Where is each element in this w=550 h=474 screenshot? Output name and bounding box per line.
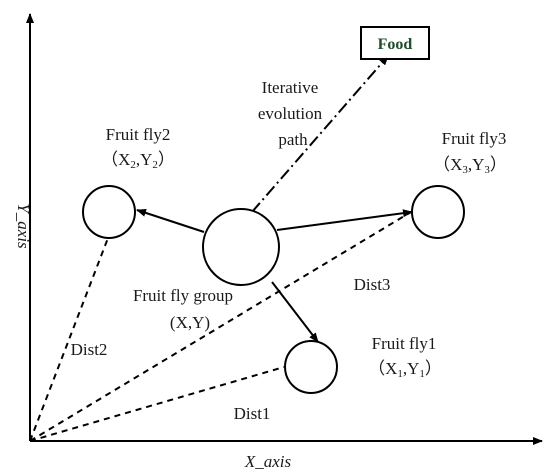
- fruit-fly1-circle: [284, 340, 338, 394]
- dist1-line: [29, 366, 285, 442]
- food-box: [360, 26, 430, 60]
- dist1-label: Dist1: [234, 404, 271, 423]
- fruit-fly-group-circle: [202, 208, 280, 286]
- y-axis-label: Y_axis: [14, 203, 33, 249]
- dist3-line: [29, 211, 412, 442]
- arrow-to-fly1: [271, 281, 319, 343]
- fruit-fly3-name: Fruit fly3: [442, 129, 507, 148]
- arrow-to-fly3: [276, 209, 413, 231]
- evolution-path-label-2: evolution: [258, 104, 323, 123]
- dist2-label: Dist2: [71, 340, 108, 359]
- fruit-fly3-circle: [411, 185, 465, 239]
- arrow-to-fly2: [136, 209, 205, 233]
- fruit-fly2-name: Fruit fly2: [106, 125, 171, 144]
- fruit-fly1-coord: （X1,Y1）: [368, 359, 442, 380]
- food-label: Food: [378, 36, 413, 53]
- evolution-path-label-3: path: [278, 130, 308, 149]
- fruit-fly-group-name: Fruit fly group: [133, 286, 233, 305]
- fruit-fly3-coord: （X3,Y3）: [433, 155, 507, 176]
- fruit-fly1-name: Fruit fly1: [372, 334, 437, 353]
- dist3-label: Dist3: [354, 275, 391, 294]
- fruit-fly-group-coord: (X,Y): [170, 313, 210, 332]
- fruit-fly2-coord: （X2,Y2）: [101, 150, 175, 171]
- x-axis-label: X_axis: [244, 452, 292, 471]
- dist2-line: [29, 237, 109, 442]
- evolution-path-label-1: Iterative: [262, 78, 319, 97]
- fruit-fly2-circle: [82, 185, 136, 239]
